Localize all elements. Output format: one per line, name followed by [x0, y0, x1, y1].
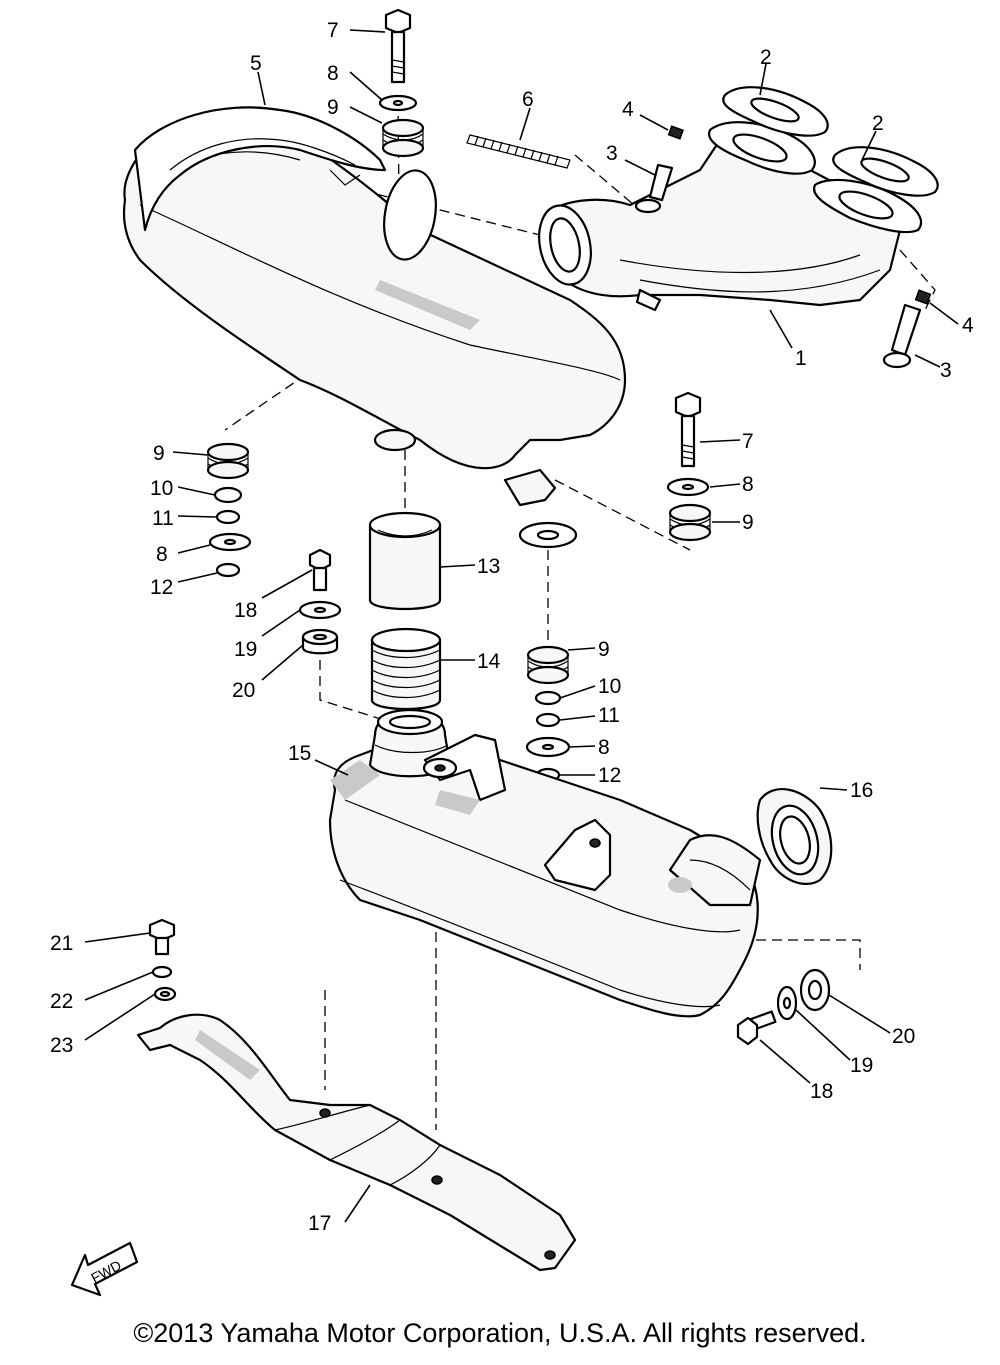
callout-7-top: 7 [327, 19, 339, 42]
callout-9-top: 9 [327, 96, 339, 119]
mounting-strap [136, 1013, 577, 1272]
callout-19-left: 19 [234, 638, 257, 661]
right-mount-hardware [666, 391, 712, 542]
callout-21: 21 [50, 932, 73, 955]
callout-3-upper: 3 [606, 142, 618, 165]
callout-11-center: 11 [598, 704, 620, 727]
callout-18-right: 18 [810, 1080, 833, 1103]
center-mount-hardware [518, 521, 578, 783]
callout-8-top: 8 [327, 62, 339, 85]
callout-2-right: 2 [872, 112, 884, 135]
callout-22: 22 [50, 990, 73, 1013]
callout-leader-lines [84, 29, 959, 1223]
callout-9-center: 9 [598, 638, 610, 661]
callout-13: 13 [477, 555, 500, 578]
callout-12-left: 12 [150, 576, 173, 599]
callout-11-left: 11 [152, 507, 174, 530]
lower-muffler [328, 708, 762, 1018]
callout-1: 1 [795, 347, 807, 370]
connector-pipe [368, 511, 442, 611]
exhaust-spring [466, 134, 571, 169]
left-mount-hardware [206, 442, 252, 578]
callout-14: 14 [477, 650, 501, 673]
callout-10-left: 10 [150, 477, 173, 500]
callout-7-right: 7 [742, 430, 754, 453]
forward-direction-arrow: FWD [70, 1241, 139, 1297]
callout-6: 6 [522, 88, 534, 111]
top-mount-hardware [378, 8, 425, 158]
callout-15: 15 [288, 742, 311, 765]
callout-numbers: 7 8 9 5 6 4 3 2 2 1 4 3 9 10 11 8 12 7 8… [50, 19, 974, 1235]
callout-8-right: 8 [742, 473, 754, 496]
callout-20-right: 20 [892, 1025, 915, 1048]
callout-20-left: 20 [232, 679, 255, 702]
callout-17: 17 [308, 1212, 331, 1235]
callout-8-left: 8 [156, 543, 168, 566]
callout-18-left: 18 [234, 599, 257, 622]
copyright-notice: ©2013 Yamaha Motor Corporation, U.S.A. A… [133, 1318, 867, 1348]
callout-8-center: 8 [598, 736, 610, 759]
callout-23: 23 [50, 1034, 73, 1057]
callout-12-center: 12 [598, 764, 621, 787]
callout-2-left: 2 [760, 46, 772, 69]
bellows-joint [370, 627, 442, 711]
callout-10-center: 10 [598, 675, 621, 698]
outlet-grommet [756, 788, 833, 885]
callout-5: 5 [250, 52, 262, 75]
callout-19-right: 19 [850, 1054, 873, 1077]
manifold-bolts [634, 125, 932, 369]
strap-bolt-hardware [148, 918, 177, 1002]
callout-3-lower: 3 [940, 359, 952, 382]
callout-4-upper: 4 [622, 98, 634, 121]
callout-9-left: 9 [153, 442, 165, 465]
gaskets [722, 86, 939, 197]
callout-16: 16 [850, 779, 873, 802]
right-bolt-washer-grommet [736, 968, 831, 1046]
exploded-parts-diagram: FWD [50, 8, 974, 1297]
callout-4-lower: 4 [962, 314, 974, 337]
upper-muffler-body [122, 106, 627, 507]
callout-9-right: 9 [742, 511, 754, 534]
left-bolt-washer-grommet [298, 548, 342, 655]
exhaust-manifold [538, 121, 923, 312]
